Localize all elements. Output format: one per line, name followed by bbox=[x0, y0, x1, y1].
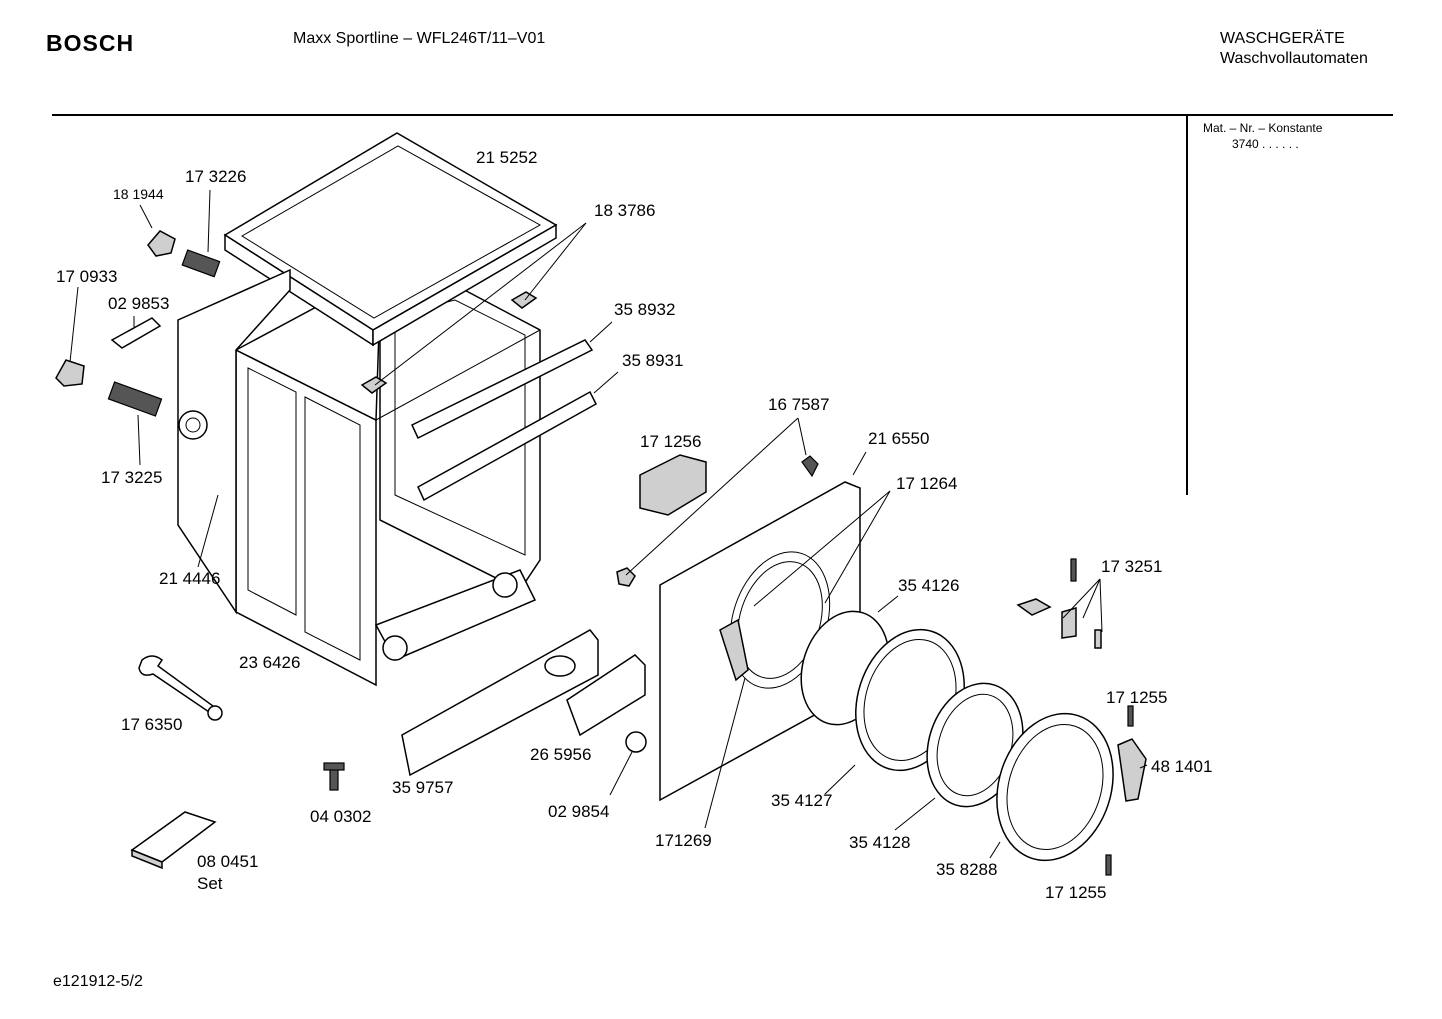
tools bbox=[130, 655, 345, 870]
front-panel bbox=[616, 455, 861, 802]
part-label: 21 4446 bbox=[159, 569, 220, 588]
cross-struts bbox=[411, 339, 597, 502]
part-label: 17 3225 bbox=[101, 468, 162, 487]
part-label: 17 3226 bbox=[185, 167, 246, 186]
category-title: WASCHGERÄTE bbox=[1220, 30, 1345, 47]
category-subtitle: Waschvollautomaten bbox=[1220, 50, 1368, 67]
side-panel-rear bbox=[177, 268, 291, 615]
part-label: 35 4126 bbox=[898, 576, 959, 595]
part-label: 18 1944 bbox=[113, 186, 164, 202]
part-label: 23 6426 bbox=[239, 653, 300, 672]
part-label: 18 3786 bbox=[594, 201, 655, 220]
drawing-code: e121912-5/2 bbox=[53, 973, 143, 990]
part-label: 35 8932 bbox=[614, 300, 675, 319]
material-number-value: 3740 . . . . . . bbox=[1232, 137, 1299, 151]
part-label: 17 1264 bbox=[896, 474, 957, 493]
worktop-lid bbox=[223, 132, 558, 347]
part-label: 16 7587 bbox=[768, 395, 829, 414]
model-title: Maxx Sportline – WFL246T/11–V01 bbox=[293, 30, 546, 47]
part-label: 21 5252 bbox=[476, 148, 537, 167]
door-assembly bbox=[800, 610, 1147, 876]
part-label: 35 8931 bbox=[622, 351, 683, 370]
part-label: 02 9854 bbox=[548, 802, 609, 821]
part-label: 35 4128 bbox=[849, 833, 910, 852]
side-panel-divider bbox=[1186, 116, 1188, 495]
part-label: 17 1255 bbox=[1045, 883, 1106, 902]
material-number-label: Mat. – Nr. – Konstante bbox=[1203, 121, 1323, 135]
part-label: 171269 bbox=[655, 831, 712, 850]
part-label: 17 1255 bbox=[1106, 688, 1167, 707]
part-label: 48 1401 bbox=[1151, 757, 1212, 776]
part-labels: 21 5252 17 3226 18 1944 18 3786 17 0933 … bbox=[56, 148, 1212, 902]
hinge-parts bbox=[1016, 558, 1102, 649]
part-label: 35 8288 bbox=[936, 860, 997, 879]
brand-logo: BOSCH bbox=[46, 30, 135, 56]
part-label: 08 0451 bbox=[197, 852, 258, 871]
door-lock bbox=[639, 454, 707, 516]
part-label: 26 5956 bbox=[530, 745, 591, 764]
control-panel-fascia bbox=[401, 629, 647, 777]
part-label: 04 0302 bbox=[310, 807, 371, 826]
leader-lines bbox=[69, 189, 1148, 859]
part-label: 35 4127 bbox=[771, 791, 832, 810]
part-label: 17 0933 bbox=[56, 267, 117, 286]
header-divider bbox=[52, 114, 1393, 116]
small-components-left bbox=[55, 230, 538, 417]
part-label: 21 6550 bbox=[868, 429, 929, 448]
part-label: 02 9853 bbox=[108, 294, 169, 313]
part-label: 17 3251 bbox=[1101, 557, 1162, 576]
part-label: 17 1256 bbox=[640, 432, 701, 451]
cabinet-frame bbox=[234, 284, 541, 687]
part-label: 17 6350 bbox=[121, 715, 182, 734]
part-label: 35 9757 bbox=[392, 778, 453, 797]
part-label: Set bbox=[197, 874, 223, 893]
